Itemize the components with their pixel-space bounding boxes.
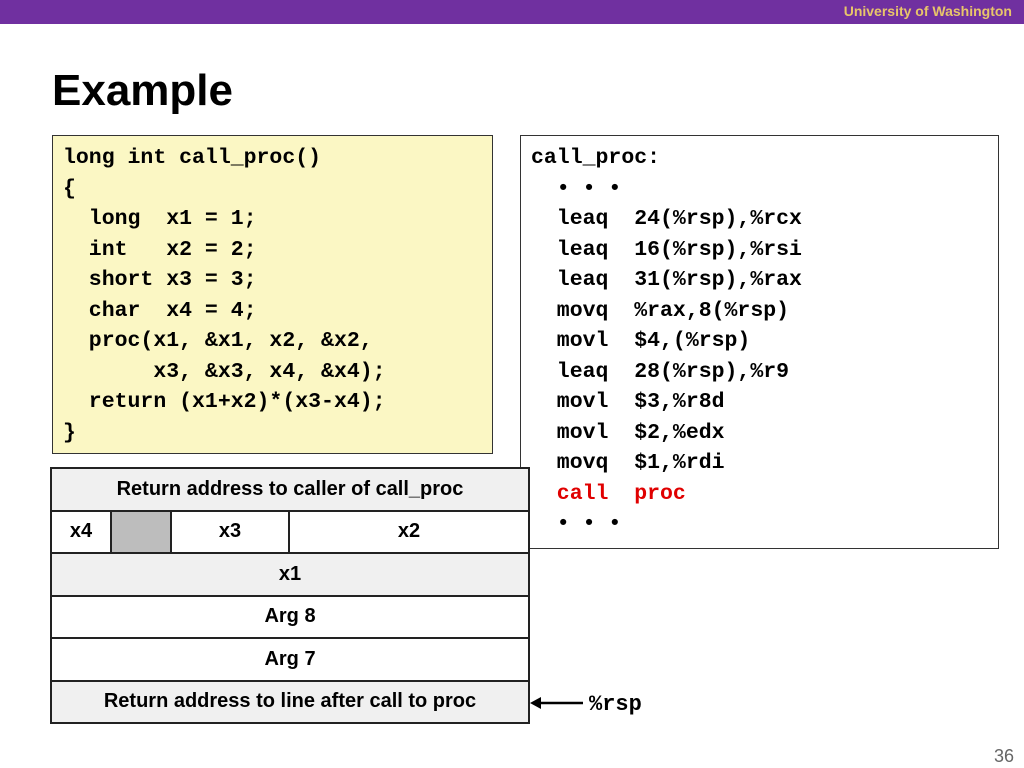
asm-code-line: leaq 28(%rsp),%r9 [531, 359, 790, 384]
stack-row-return-caller: Return address to caller of call_proc [52, 469, 528, 512]
stack-row-arg7: Arg 7 [52, 639, 528, 682]
asm-code-line: leaq 24(%rsp),%rcx [531, 207, 802, 231]
stack-cell-padding [112, 511, 172, 552]
asm-code-line: movl $3,%r8d [531, 390, 725, 414]
asm-code-line: movq $1,%rdi [531, 451, 725, 475]
c-code-line: x3, &x3, x4, &x4); [63, 359, 386, 384]
c-code-line: char x4 = 4; [63, 298, 257, 323]
stack-row-arg8: Arg 8 [52, 596, 528, 639]
stack-row-x1: x1 [52, 554, 528, 597]
asm-code-line: leaq 31(%rsp),%rax [531, 268, 802, 292]
stack-row-return-line: Return address to line after call to pro… [52, 681, 528, 724]
stack-row-locals: x4 x3 x2 [52, 511, 528, 554]
c-code-line: proc(x1, &x1, x2, &x2, [63, 329, 373, 353]
asm-code-line: movl $4,(%rsp) [531, 329, 751, 353]
c-code-line: } [63, 420, 76, 445]
stack-frame-diagram: Return address to caller of call_proc x4… [50, 467, 530, 724]
c-code-line: long int call_proc() [63, 146, 322, 170]
slide-title: Example [52, 66, 233, 115]
stack-cell-x1: x1 [278, 562, 302, 585]
rsp-pointer-label: %rsp [589, 692, 642, 717]
c-code-line: long x1 = 1; [63, 207, 257, 231]
asm-ellipsis-line: • • • [531, 176, 622, 201]
university-brand: University of Washington [843, 3, 1012, 19]
asm-label-line: call_proc: [531, 146, 661, 170]
stack-cell-arg8: Arg 8 [264, 605, 316, 628]
asm-call-line: call proc [531, 481, 686, 506]
c-code-box: long int call_proc() { long x1 = 1; int … [52, 135, 493, 454]
c-code-line: short x3 = 3; [63, 268, 257, 292]
rsp-arrow-icon [530, 697, 583, 709]
stack-cell-x3: x3 [172, 511, 290, 552]
stack-cell-return-line: Return address to line after call to pro… [103, 690, 477, 713]
stack-cell-arg7: Arg 7 [264, 647, 316, 670]
c-code-line: { [63, 176, 76, 201]
c-code-line: return (x1+x2)*(x3-x4); [63, 390, 386, 414]
header-bar: University of Washington [0, 0, 1024, 24]
assembly-code-box: call_proc: • • • leaq 24(%rsp),%rcx leaq… [520, 135, 999, 549]
asm-code-line: leaq 16(%rsp),%rsi [531, 237, 802, 262]
stack-cell-label: Return address to caller of call_proc [116, 477, 464, 500]
asm-ellipsis-line: • • • [531, 512, 622, 536]
asm-code-line: movq %rax,8(%rsp) [531, 298, 790, 323]
stack-cell-x2: x2 [397, 520, 421, 543]
c-code-line: int x2 = 2; [63, 237, 257, 262]
stack-cell-x4: x4 [52, 511, 112, 552]
asm-code-line: movl $2,%edx [531, 420, 725, 445]
page-number: 36 [993, 746, 1014, 766]
